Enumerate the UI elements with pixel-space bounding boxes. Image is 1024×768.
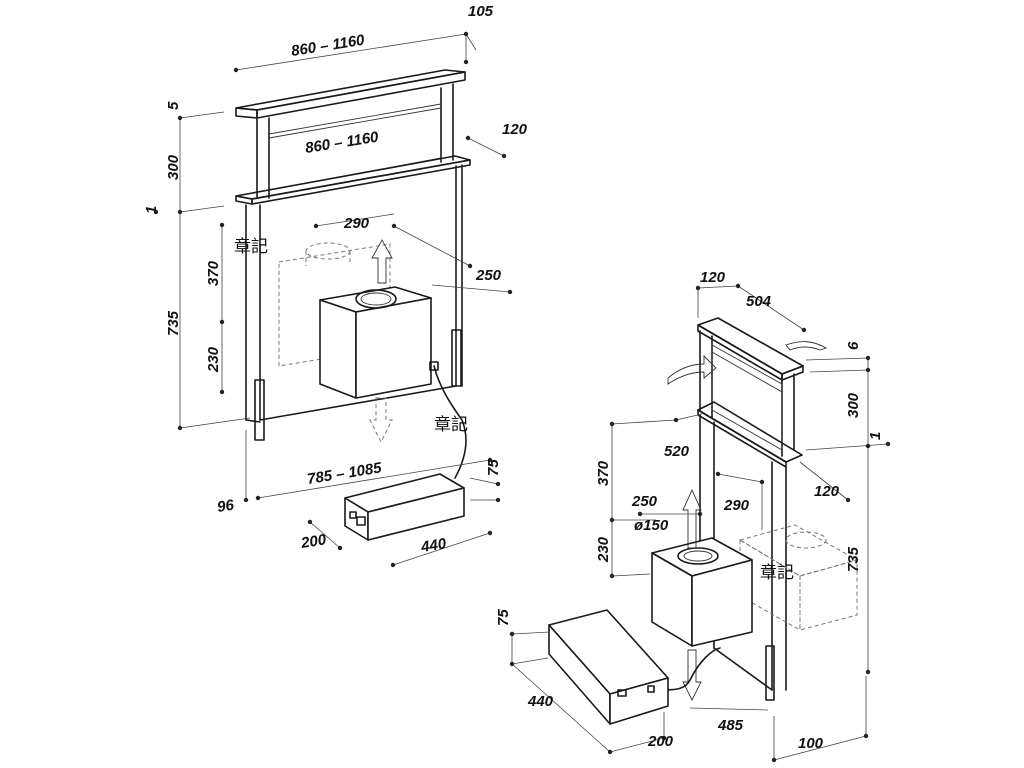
- left-dim-duct-height: 370: [205, 260, 222, 286]
- right-dim-lid: 6: [845, 341, 862, 350]
- left-dim-rise: 300: [165, 154, 182, 180]
- right-airflow-down-arrow: [682, 649, 702, 702]
- right-dim-motor-depth: 200: [647, 733, 674, 750]
- left-dim-motor-height: 75: [485, 459, 502, 476]
- right-dim-duct-width: 290: [723, 497, 750, 514]
- right-dim-motor-length: 440: [527, 693, 554, 710]
- right-dim-duct-height: 370: [595, 460, 612, 486]
- left-dim-fan-width: 250: [475, 267, 502, 284]
- right-dim-offset: 1: [867, 432, 884, 440]
- left-panel: [235, 83, 471, 205]
- left-dim-offset: 1: [143, 206, 160, 214]
- right-dim-fan-height: 230: [595, 536, 612, 563]
- right-dim-cabinet-depth: 520: [664, 443, 690, 460]
- left-airflow-down-arrow: [369, 397, 393, 444]
- right-dim-body-height: 735: [845, 546, 862, 572]
- right-airflow-side-arrows: [667, 341, 828, 385]
- right-dimension-lines: [511, 285, 889, 761]
- left-body: [245, 164, 463, 441]
- right-fan-box: [651, 537, 753, 647]
- right-motor-box: [548, 609, 669, 725]
- left-dim-lid: 5: [165, 101, 182, 110]
- left-dim-motor-length: 440: [419, 535, 448, 556]
- watermark-text-2: 章記: [434, 415, 468, 435]
- watermark-text-1: 章記: [234, 237, 268, 257]
- left-dim-depth-panel: 120: [502, 121, 528, 138]
- left-top-lid: [235, 69, 466, 119]
- left-dimension-lines: [179, 33, 511, 566]
- left-dimension-dots: [153, 31, 513, 568]
- left-cable: [429, 361, 467, 479]
- left-dim-motor-depth: 200: [299, 531, 328, 552]
- right-dim-depth-total: 504: [746, 293, 772, 310]
- right-dim-rise: 300: [845, 392, 862, 418]
- right-duct-dashed: [738, 524, 859, 631]
- left-view: 105 860 – 1160 860 – 1160 120 5 300 1 73…: [143, 3, 528, 568]
- right-panel: [697, 330, 803, 468]
- right-dim-outlet-diameter: ø150: [634, 517, 669, 534]
- right-dimension-dots: [509, 283, 891, 763]
- left-dim-width-inner: 860 – 1160: [304, 128, 380, 156]
- right-dim-depth-top: 120: [700, 269, 726, 286]
- left-airflow-up-arrow: [371, 239, 393, 284]
- right-dim-panel-depth: 120: [814, 483, 840, 500]
- left-motor-box: [344, 473, 465, 541]
- right-top-lid: [697, 317, 804, 381]
- right-view: 120 504 6 300 1 520 120 370 230 250 ø150…: [495, 269, 891, 763]
- right-dim-motor-height: 75: [495, 609, 512, 626]
- right-airflow-up-arrow: [682, 488, 702, 549]
- right-dim-base-offset: 485: [717, 717, 744, 734]
- right-cable: [659, 647, 721, 691]
- left-fan-box: [319, 286, 432, 399]
- left-dim-base-depth: 96: [216, 496, 236, 516]
- left-dim-depth-top: 105: [468, 3, 494, 20]
- left-dim-body-height: 735: [165, 310, 182, 336]
- left-dim-fan-height: 230: [205, 346, 222, 373]
- watermark-text-3: 章記: [760, 563, 794, 583]
- right-dim-fan-depth: 250: [631, 493, 658, 510]
- right-dim-base-depth: 100: [798, 735, 824, 752]
- left-dim-duct-width: 290: [343, 215, 370, 232]
- left-duct-dashed: [278, 242, 391, 367]
